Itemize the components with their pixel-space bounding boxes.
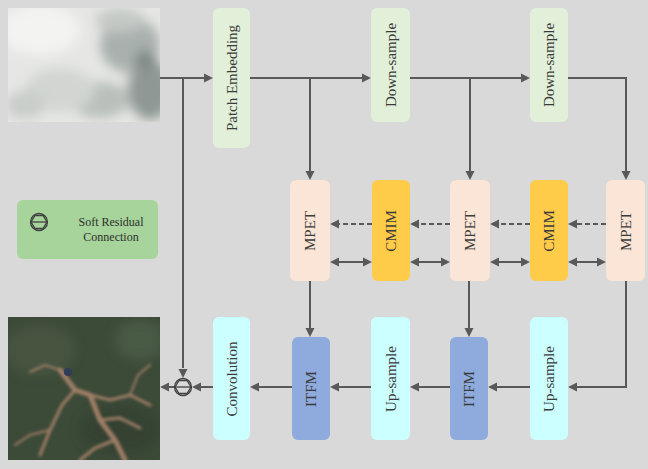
connector (410, 258, 450, 267)
node-label: Convolution (224, 341, 239, 416)
arrowhead (490, 220, 499, 229)
dashed-connector (330, 220, 372, 229)
arrowhead (521, 74, 530, 83)
connector (410, 383, 450, 392)
cloudy-input-image (8, 8, 160, 122)
node-label: CMIM (542, 210, 557, 252)
arrowhead (488, 383, 497, 392)
node-label: CMIM (384, 210, 399, 252)
downsample-box: Down-sample (371, 8, 410, 122)
cloud-free-output-image (8, 317, 160, 460)
itfm-box: ITFM (450, 337, 488, 440)
connector-line (338, 386, 371, 388)
legend-panel: Soft Residual Connection (17, 200, 158, 259)
arrowhead (568, 258, 577, 267)
connector-line (568, 78, 626, 172)
connector (568, 258, 606, 267)
connector (465, 281, 474, 337)
node-label: MPET (618, 210, 633, 250)
node-label: Down-sample (542, 23, 557, 107)
arrowhead (410, 383, 419, 392)
arrowhead (330, 383, 339, 392)
connector-line (418, 223, 450, 225)
arrowhead (250, 383, 259, 392)
cmim-box: CMIM (530, 180, 568, 281)
arrowhead (622, 171, 631, 180)
arrowhead (306, 328, 315, 337)
dashed-connector (568, 220, 606, 229)
skip-arrowheads (160, 74, 213, 392)
soft-residual-symbol (175, 379, 192, 396)
connector-line (418, 261, 442, 263)
legend-label: Soft Residual Connection (79, 215, 144, 244)
arrowhead (568, 220, 577, 229)
mpet-box: MPET (606, 180, 645, 281)
connector (250, 383, 292, 392)
arrowhead (306, 171, 315, 180)
arrowhead (410, 258, 419, 267)
legend-entry: Soft Residual Connection (69, 215, 153, 245)
embedding-box: Patch Embedding (213, 8, 250, 148)
dashed-connector (490, 220, 530, 229)
connector (250, 78, 315, 180)
connector-line (498, 223, 530, 225)
arrowhead (330, 220, 339, 229)
convolution-box: Convolution (213, 317, 250, 440)
connector (330, 258, 372, 267)
itfm-box: ITFM (292, 337, 330, 440)
arrowhead (330, 258, 339, 267)
arrowhead (441, 258, 450, 267)
connector (410, 78, 475, 180)
legend-symbol (25, 200, 65, 259)
node-label: Patch Embedding (224, 25, 239, 131)
connector-line (576, 223, 606, 225)
connector-line (418, 386, 450, 388)
connector (306, 281, 315, 337)
node-label: MPET (303, 210, 318, 250)
connector (488, 383, 530, 392)
connector-line (410, 78, 470, 172)
connector-line (338, 261, 364, 263)
upsample-box: Up-sample (530, 317, 568, 440)
node-label: MPET (463, 210, 478, 250)
node-label: Up-sample (383, 346, 398, 412)
connector-line (309, 281, 311, 329)
node-label: Down-sample (383, 23, 398, 107)
connector-line (576, 281, 626, 387)
arrowhead (465, 328, 474, 337)
connector-line (338, 223, 372, 225)
connector-line (576, 261, 598, 263)
mpet-box: MPET (450, 180, 490, 281)
arrowhead (490, 258, 499, 267)
arrowhead (568, 383, 577, 392)
arrowhead (466, 171, 475, 180)
connector-line (250, 78, 310, 172)
downsample-box: Down-sample (530, 8, 568, 122)
connector (568, 281, 626, 392)
mpet-box: MPET (290, 180, 330, 281)
upsample-box: Up-sample (371, 317, 410, 440)
arrowhead (410, 220, 419, 229)
arrowhead (597, 258, 606, 267)
node-label: ITFM (304, 371, 319, 407)
connector (568, 78, 631, 180)
node-label: ITFM (462, 371, 477, 407)
arrowhead (362, 74, 371, 83)
skip-wires (160, 78, 213, 387)
connector (330, 383, 371, 392)
dashed-connector (410, 220, 450, 229)
connector (490, 258, 530, 267)
connector-line (496, 386, 530, 388)
node-label: Up-sample (542, 346, 557, 412)
arrowhead (363, 258, 372, 267)
arrowhead (521, 258, 530, 267)
connector-line (468, 281, 470, 329)
connector-line (498, 261, 522, 263)
cmim-box: CMIM (372, 180, 410, 281)
legend-items: Soft Residual Connection (69, 200, 153, 259)
connector-line (258, 386, 292, 388)
